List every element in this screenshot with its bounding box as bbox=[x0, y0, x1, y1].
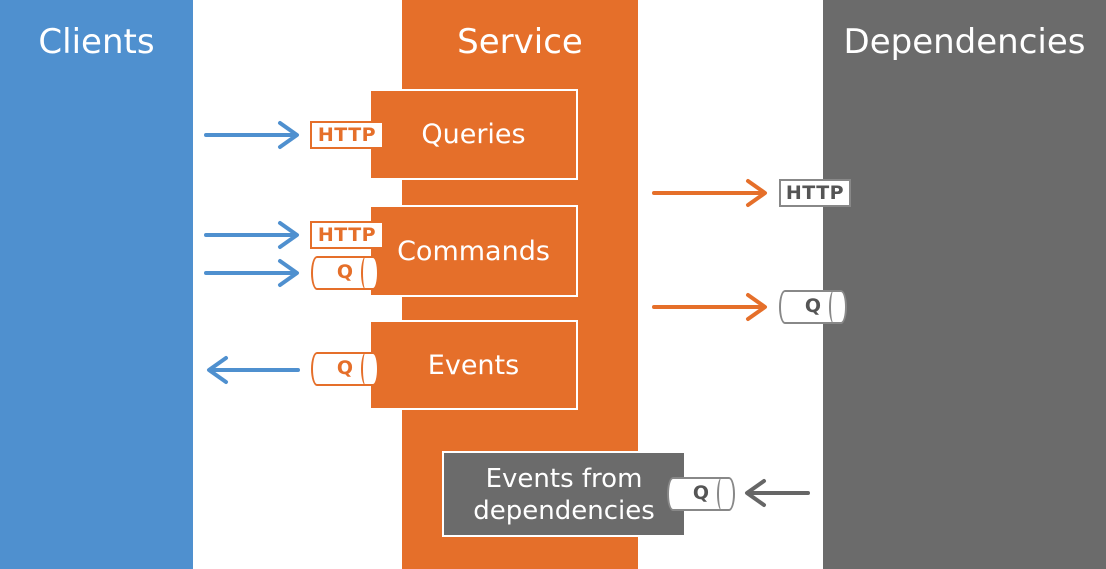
arrow-right-icon bbox=[204, 121, 299, 149]
events-from-dependencies-line1: Events from bbox=[485, 464, 643, 494]
dependencies-title: Dependencies bbox=[843, 22, 1086, 62]
service-title: Service bbox=[457, 22, 583, 62]
arrow-right-icon bbox=[204, 221, 299, 249]
dependencies-column: Dependencies bbox=[823, 0, 1106, 569]
clients-title: Clients bbox=[38, 22, 155, 62]
events-from-dependencies-queue-icon: Q bbox=[667, 477, 735, 511]
events-from-dependencies-line2: dependencies bbox=[473, 496, 655, 526]
events-box: Events bbox=[369, 320, 578, 410]
arrow-left-icon bbox=[207, 356, 300, 384]
clients-column: Clients bbox=[0, 0, 193, 569]
arrow-right-icon bbox=[204, 259, 299, 287]
arrow-right-icon bbox=[652, 293, 767, 321]
queries-label: Queries bbox=[421, 119, 526, 150]
commands-label: Commands bbox=[397, 235, 550, 267]
queries-http-tag: HTTP bbox=[310, 121, 384, 149]
events-queue-icon: Q bbox=[311, 352, 379, 386]
arrow-left-icon bbox=[745, 479, 810, 507]
dependency-http-tag: HTTP bbox=[779, 179, 851, 207]
commands-queue-icon: Q bbox=[311, 256, 379, 290]
events-from-dependencies-box: Events from dependencies bbox=[442, 451, 686, 537]
dependency-queue-icon: Q bbox=[779, 290, 847, 324]
commands-http-tag: HTTP bbox=[310, 221, 384, 249]
commands-box: Commands bbox=[369, 205, 578, 297]
arrow-right-icon bbox=[652, 179, 767, 207]
events-label: Events bbox=[427, 349, 520, 381]
queries-box: Queries bbox=[369, 89, 578, 180]
